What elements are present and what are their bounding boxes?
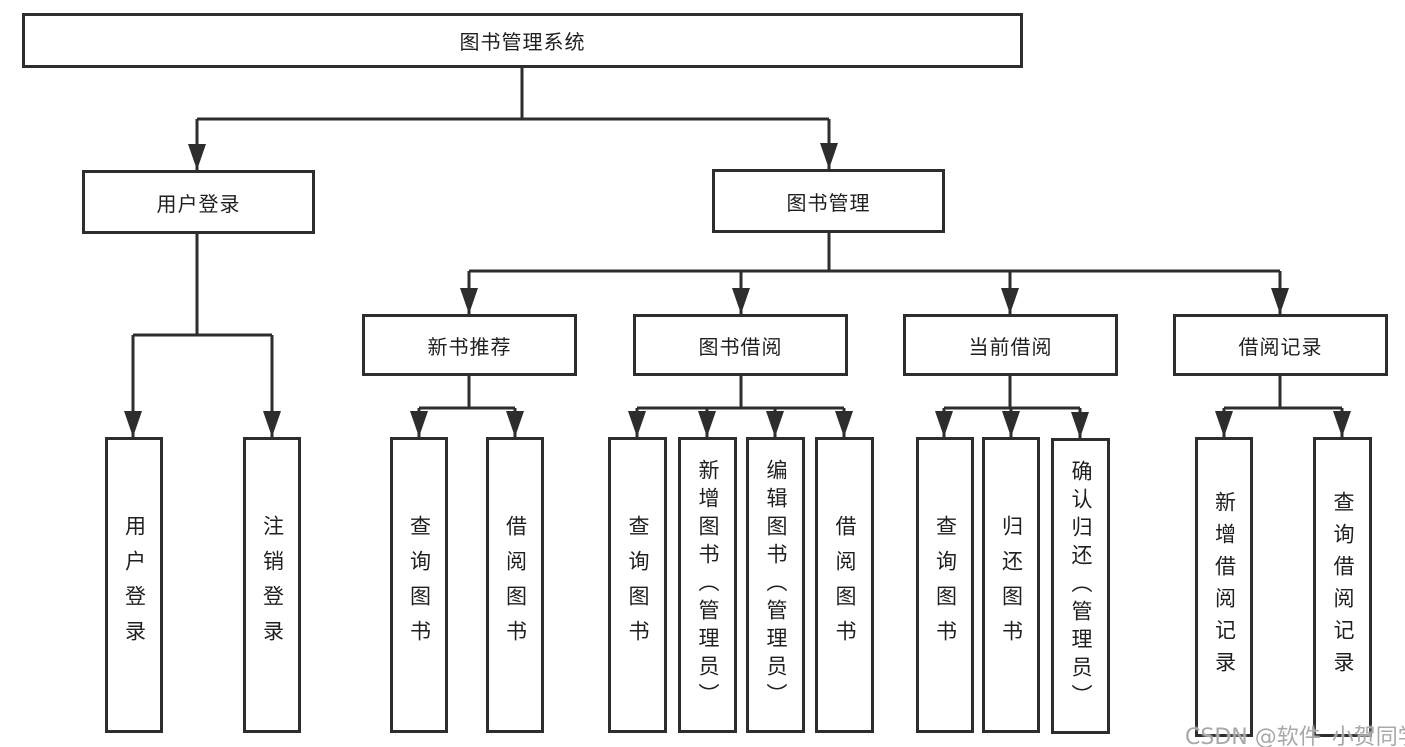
node-label: 当前借阅 bbox=[968, 334, 1053, 359]
node-label: 借阅图书 bbox=[503, 515, 528, 655]
node-leaf-add-borrow-record: 新增借阅记录 bbox=[1195, 437, 1253, 737]
node-label: 注销登录 bbox=[260, 515, 285, 655]
node-label: 编辑图书（管理员） bbox=[764, 459, 788, 711]
node-label: 确认归还（管理员） bbox=[1069, 460, 1093, 712]
node-label: 查询图书 bbox=[626, 515, 650, 655]
node-book-borrowing: 图书借阅 bbox=[633, 314, 848, 376]
node-leaf-return-book: 归还图书 bbox=[982, 437, 1040, 733]
node-leaf-logout: 注销登录 bbox=[243, 437, 301, 733]
node-label: 查询借阅记录 bbox=[1331, 491, 1355, 683]
node-leaf-confirm-return-admin: 确认归还（管理员） bbox=[1051, 438, 1110, 734]
watermark: CSDN @软件_小贺同学 bbox=[1185, 725, 1405, 747]
node-user-login: 用户登录 bbox=[82, 170, 315, 234]
node-label: 用户登录 bbox=[156, 191, 241, 216]
node-label: 新书推荐 bbox=[427, 334, 512, 359]
node-label: 新增借阅记录 bbox=[1212, 491, 1237, 683]
node-current-borrowing: 当前借阅 bbox=[903, 314, 1118, 376]
node-label: 图书管理系统 bbox=[459, 30, 586, 54]
node-leaf-query-borrow-record: 查询借阅记录 bbox=[1313, 437, 1372, 737]
node-borrowing-records: 借阅记录 bbox=[1173, 314, 1388, 376]
node-leaf-borrow-book-recommend: 借阅图书 bbox=[486, 437, 544, 733]
node-leaf-borrow-book-borrowing: 借阅图书 bbox=[815, 437, 874, 733]
node-label: 借阅记录 bbox=[1238, 334, 1323, 359]
node-root: 图书管理系统 bbox=[22, 13, 1023, 68]
node-label: 图书借阅 bbox=[698, 334, 783, 359]
node-book-management: 图书管理 bbox=[712, 169, 945, 233]
node-leaf-user-login: 用户登录 bbox=[105, 437, 163, 733]
node-label: 图书管理 bbox=[786, 190, 871, 215]
node-label: 用户登录 bbox=[122, 515, 147, 655]
node-leaf-edit-book-admin: 编辑图书（管理员） bbox=[746, 437, 805, 733]
node-leaf-query-book-current: 查询图书 bbox=[916, 437, 974, 733]
node-leaf-add-book-admin: 新增图书（管理员） bbox=[678, 437, 737, 733]
node-leaf-query-book-borrowing: 查询图书 bbox=[608, 437, 667, 733]
node-label: 归还图书 bbox=[999, 515, 1024, 655]
node-label: 借阅图书 bbox=[833, 515, 857, 655]
node-label: 新增图书（管理员） bbox=[696, 459, 720, 711]
node-label: 查询图书 bbox=[933, 515, 958, 655]
node-label: 查询图书 bbox=[407, 515, 432, 655]
node-new-book-recommend: 新书推荐 bbox=[362, 314, 577, 376]
node-leaf-query-book-recommend: 查询图书 bbox=[390, 437, 448, 733]
